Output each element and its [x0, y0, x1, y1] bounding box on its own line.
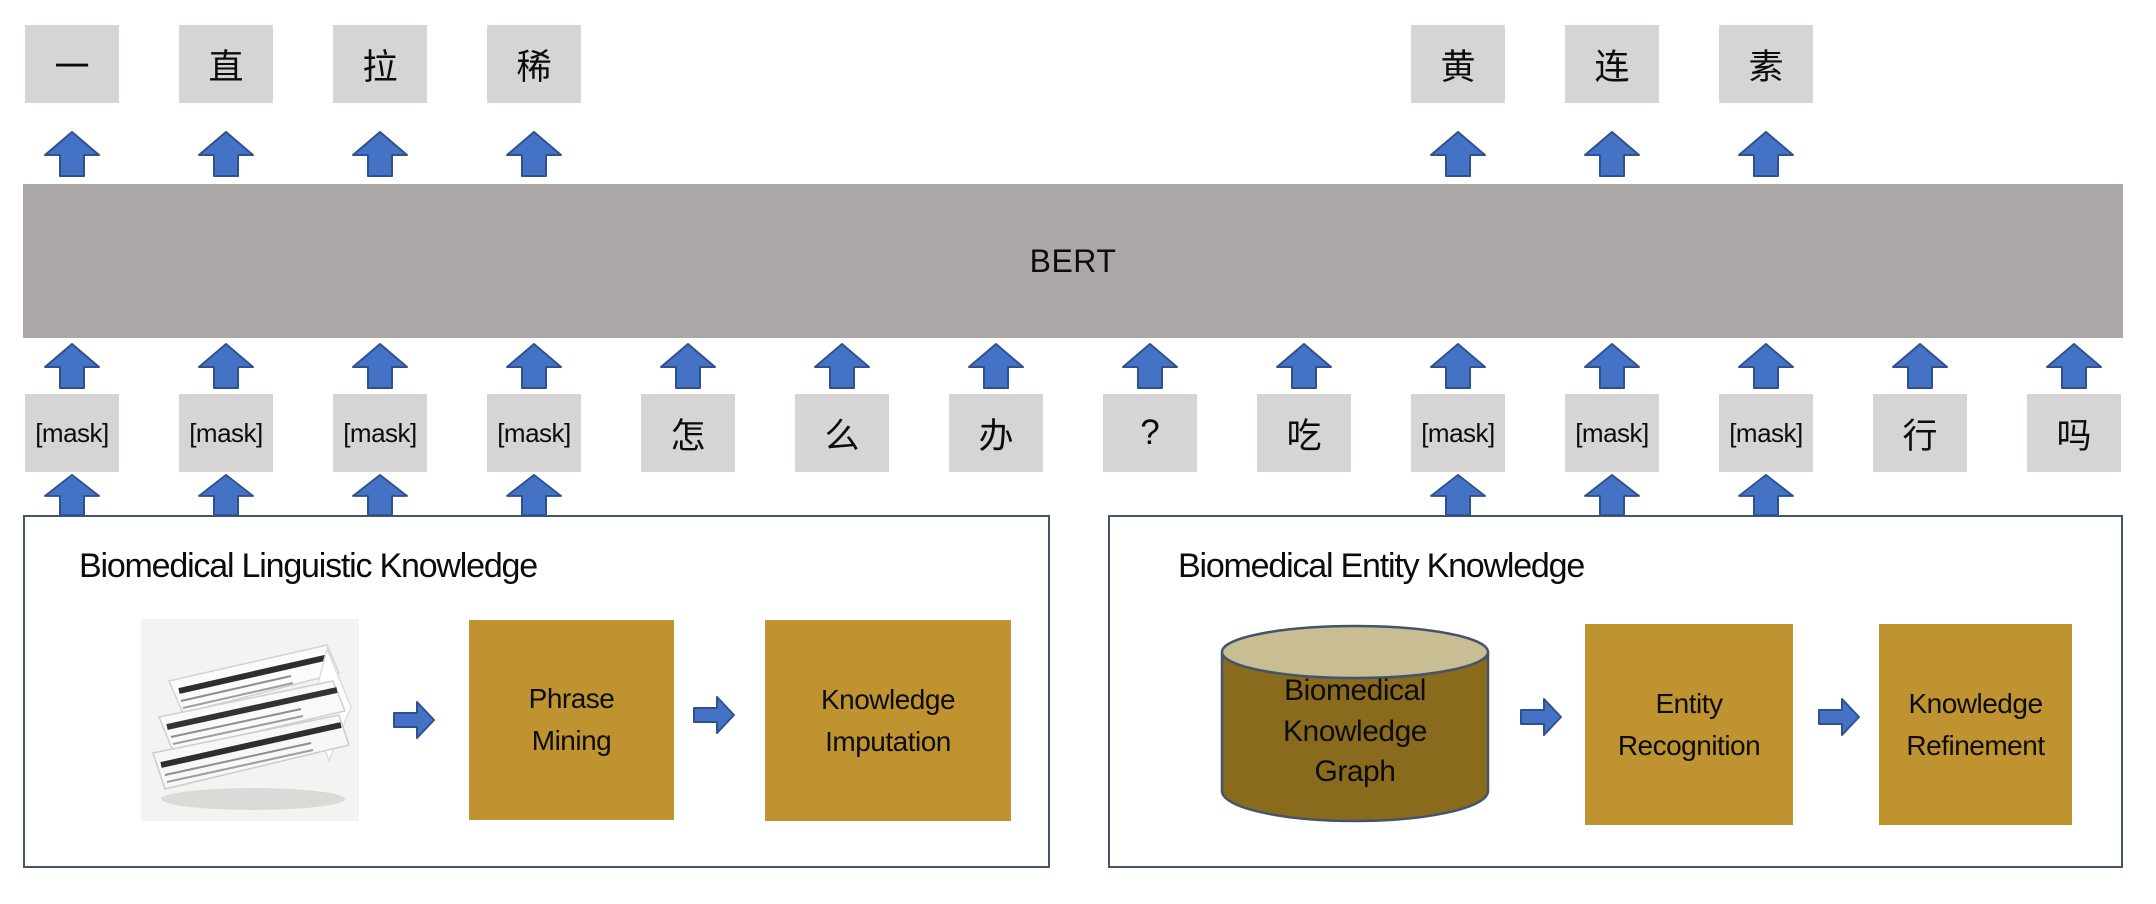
predicted-token-box-text: 黄	[1440, 47, 1476, 87]
panel-biomedical-entity-knowledge: Biomedical Entity Knowledge Biomedical K…	[1108, 515, 2123, 868]
input-token: 怎	[641, 394, 735, 472]
predicted-token-box: 连	[1565, 25, 1659, 103]
panel-title: Biomedical Linguistic Knowledge	[79, 547, 538, 585]
step-box-knowledge-imputation: Knowledge Imputation	[765, 620, 1011, 821]
knowledge-up-arrow-icon	[198, 474, 254, 516]
right-arrow-icon	[693, 695, 735, 735]
input-token-text: 吃	[1286, 416, 1322, 456]
input-token-mask-text: [mask]	[35, 417, 109, 448]
input-token-mask-text: [mask]	[1729, 417, 1803, 448]
input-token-text: 办	[978, 416, 1014, 456]
input-token-mask-text: [mask]	[189, 417, 263, 448]
bert-label: BERT	[1029, 242, 1117, 279]
predicted-token-box: 直	[179, 25, 273, 103]
token-up-arrow-icon	[814, 343, 870, 389]
token-up-arrow-icon	[1584, 343, 1640, 389]
newspapers-image	[141, 619, 359, 826]
token-up-arrow-icon	[2046, 343, 2102, 389]
input-token-mask: [mask]	[1565, 394, 1659, 472]
predicted-token-box-text: 一	[54, 47, 90, 87]
right-arrow-icon	[1520, 697, 1562, 737]
knowledge-up-arrow-icon	[1584, 474, 1640, 516]
predicted-token-box-text: 稀	[516, 47, 552, 87]
prediction-up-arrow-icon	[1584, 131, 1640, 177]
input-token-mask-text: [mask]	[1421, 417, 1495, 448]
input-token-mask: [mask]	[487, 394, 581, 472]
knowledge-up-arrow-icon	[352, 474, 408, 516]
input-token: 吃	[1257, 394, 1351, 472]
knowledge-up-arrow-icon	[44, 474, 100, 516]
input-token-mask: [mask]	[1411, 394, 1505, 472]
token-up-arrow-icon	[1122, 343, 1178, 389]
predicted-token-box: 一	[25, 25, 119, 103]
prediction-up-arrow-icon	[506, 131, 562, 177]
predicted-token-box: 稀	[487, 25, 581, 103]
input-token-mask-text: [mask]	[343, 417, 417, 448]
predicted-token-box-text: 素	[1748, 47, 1784, 87]
input-token-text: 吗	[2056, 416, 2092, 456]
panel-title: Biomedical Entity Knowledge	[1178, 547, 1585, 585]
right-arrow-icon	[393, 700, 435, 740]
input-token-mask: [mask]	[1719, 394, 1813, 472]
right-arrow-icon	[1818, 697, 1860, 737]
input-token-text: 行	[1902, 416, 1938, 456]
prediction-up-arrow-icon	[44, 131, 100, 177]
input-token-mask-text: [mask]	[1575, 417, 1649, 448]
input-token: 行	[1873, 394, 1967, 472]
input-token-text: 么	[824, 416, 860, 456]
token-up-arrow-icon	[968, 343, 1024, 389]
step-box-phrase-mining: Phrase Mining	[469, 620, 674, 820]
prediction-up-arrow-icon	[1738, 131, 1794, 177]
input-token-mask-text: [mask]	[497, 417, 571, 448]
token-up-arrow-icon	[506, 343, 562, 389]
knowledge-up-arrow-icon	[1430, 474, 1486, 516]
prediction-up-arrow-icon	[352, 131, 408, 177]
predicted-token-box-text: 拉	[362, 47, 398, 87]
step-label: Knowledge Imputation	[820, 683, 956, 757]
predicted-token-box: 素	[1719, 25, 1813, 103]
knowledge-up-arrow-icon	[1738, 474, 1794, 516]
token-up-arrow-icon	[1276, 343, 1332, 389]
token-up-arrow-icon	[352, 343, 408, 389]
step-box-entity-recognition: Entity Recognition	[1585, 624, 1793, 825]
token-up-arrow-icon	[1892, 343, 1948, 389]
input-token: ?	[1103, 394, 1197, 472]
prediction-up-arrow-icon	[198, 131, 254, 177]
prediction-up-arrow-icon	[1430, 131, 1486, 177]
step-label: Knowledge Refinement	[1906, 687, 2045, 761]
predicted-token-box: 拉	[333, 25, 427, 103]
step-label: Entity Recognition	[1617, 687, 1761, 761]
token-up-arrow-icon	[44, 343, 100, 389]
input-token: 吗	[2027, 394, 2121, 472]
token-up-arrow-icon	[1430, 343, 1486, 389]
token-up-arrow-icon	[1738, 343, 1794, 389]
predicted-token-box-text: 连	[1594, 47, 1630, 87]
token-up-arrow-icon	[660, 343, 716, 389]
predicted-token-box-text: 直	[208, 47, 244, 87]
input-token: 办	[949, 394, 1043, 472]
panel-biomedical-linguistic-knowledge: Biomedical Linguistic Knowledge	[23, 515, 1050, 868]
database-label: Biomedical Knowledge Graph	[1283, 674, 1427, 788]
input-token-text: ?	[1140, 413, 1160, 452]
input-token-mask: [mask]	[333, 394, 427, 472]
predicted-token-box: 黄	[1411, 25, 1505, 103]
knowledge-up-arrow-icon	[506, 474, 562, 516]
input-token-text: 怎	[670, 416, 706, 456]
input-token-mask: [mask]	[179, 394, 273, 472]
step-label: Phrase Mining	[528, 683, 615, 756]
bert-encoder-bar: BERT	[23, 184, 2123, 338]
token-up-arrow-icon	[198, 343, 254, 389]
input-token: 么	[795, 394, 889, 472]
step-box-knowledge-refinement: Knowledge Refinement	[1879, 624, 2072, 825]
database-label-wrap: Biomedical Knowledge Graph	[1220, 671, 1490, 793]
input-token-mask: [mask]	[25, 394, 119, 472]
database-cylinder-icon: Biomedical Knowledge Graph	[1220, 623, 1490, 827]
